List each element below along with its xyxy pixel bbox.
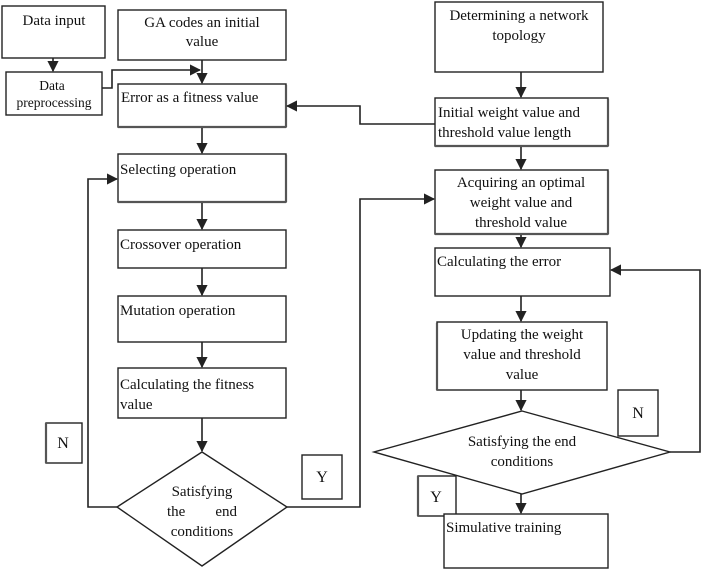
ga-decision-node: Satisfying the end conditions (115, 451, 289, 567)
optimal-weight-text-2: weight value and (470, 195, 573, 211)
edge-bp-no-loop (609, 264, 701, 453)
edge-ga-yes-to-optimal (287, 193, 436, 508)
optimal-weight-text-3: threshold value (475, 215, 567, 231)
edge-preprocessing-to-ga (102, 64, 202, 89)
data-input-node: Data input (1, 5, 106, 59)
updating-weight-node: Updating the weight value and threshold … (435, 321, 608, 391)
bp-no-label: N (617, 389, 659, 437)
edge-ga-no-loop (87, 173, 119, 508)
selecting-node: Selecting operation (117, 153, 288, 204)
error-fitness-text: Error as a fitness value (121, 90, 259, 106)
error-fitness-node: Error as a fitness value (117, 83, 288, 129)
initial-weight-text-2: threshold value length (438, 125, 572, 141)
updating-weight-text-1: Updating the weight (461, 327, 584, 343)
ga-decision-text-2: the end (167, 504, 237, 520)
bp-decision-node: Satisfying the end conditions (371, 410, 673, 495)
crossover-node: Crossover operation (117, 229, 287, 269)
ga-no-text: N (57, 435, 69, 452)
calc-error-node: Calculating the error (434, 247, 611, 297)
mutation-node: Mutation operation (117, 295, 287, 343)
calc-fitness-text-1: Calculating the fitness (120, 377, 254, 393)
ga-decision-text-3: conditions (171, 524, 234, 540)
network-topology-text-2: topology (492, 28, 546, 44)
updating-weight-text-2: value and threshold (463, 347, 581, 363)
initial-weight-node: Initial weight value and threshold value… (434, 97, 610, 148)
ga-codes-text-1: GA codes an initial (144, 15, 259, 31)
initial-weight-text-1: Initial weight value and (438, 105, 581, 121)
bp-yes-text: Y (430, 489, 442, 506)
ga-yes-label: Y (301, 454, 343, 500)
bp-decision-text-1: Satisfying the end (468, 434, 577, 450)
selecting-text: Selecting operation (120, 162, 237, 178)
ga-yes-text: Y (316, 469, 328, 486)
calc-fitness-text-2: value (120, 397, 153, 413)
crossover-text: Crossover operation (120, 237, 242, 253)
calc-fitness-node: Calculating the fitness value (117, 367, 287, 419)
ga-codes-node: GA codes an initial value (117, 9, 287, 61)
data-preprocessing-node: Data preprocessing (5, 71, 103, 116)
ga-decision-text-1: Satisfying (172, 484, 233, 500)
data-preprocessing-text-2: preprocessing (17, 95, 92, 110)
ga-codes-text-2: value (186, 34, 219, 50)
bp-yes-label: Y (416, 475, 457, 517)
bp-decision-text-2: conditions (491, 454, 554, 470)
ga-no-label: N (44, 422, 83, 464)
calc-error-text: Calculating the error (437, 254, 561, 270)
optimal-weight-text-1: Acquiring an optimal (457, 175, 585, 191)
network-topology-text-1: Determining a network (449, 8, 589, 24)
simulative-training-text: Simulative training (446, 520, 562, 536)
data-input-text: Data input (23, 13, 87, 29)
simulative-training-node: Simulative training (443, 513, 609, 569)
mutation-text: Mutation operation (120, 303, 236, 319)
network-topology-node: Determining a network topology (434, 1, 604, 73)
optimal-weight-node: Acquiring an optimal weight value and th… (434, 169, 610, 236)
updating-weight-text-3: value (506, 367, 539, 383)
data-preprocessing-text-1: Data (39, 78, 64, 93)
bp-no-text: N (632, 405, 644, 422)
edge-initial-to-error (285, 100, 435, 125)
